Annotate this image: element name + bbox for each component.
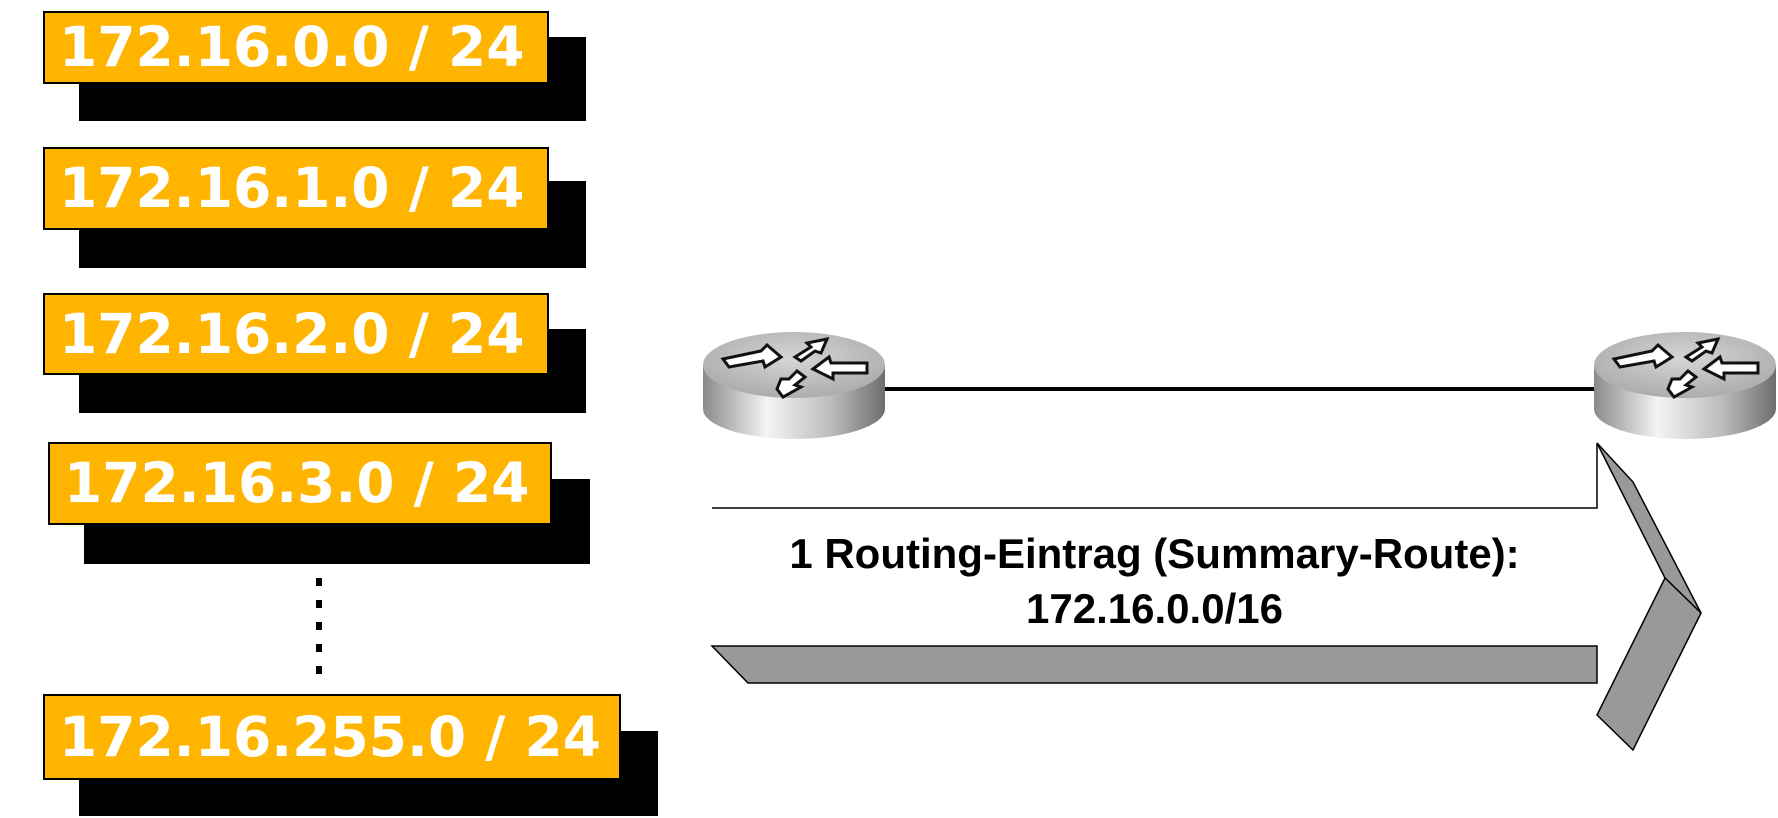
- network-tag-2: 172.16.2.0 / 24: [43, 293, 549, 375]
- summary-arrow: [710, 442, 1702, 752]
- network-tag-0: 172.16.0.0 / 24: [43, 11, 549, 84]
- ellipsis-dots: [316, 578, 322, 678]
- router-icon: [1592, 330, 1778, 441]
- network-tag-4: 172.16.255.0 / 24: [43, 694, 621, 780]
- summary-route-label: 1 Routing-Eintrag (Summary-Route):: [789, 530, 1520, 577]
- summary-route-prefix: 172.16.0.0/16: [1026, 585, 1283, 632]
- network-tag-3: 172.16.3.0 / 24: [48, 442, 552, 525]
- router-icon: [701, 330, 887, 441]
- network-tag-1: 172.16.1.0 / 24: [43, 147, 549, 230]
